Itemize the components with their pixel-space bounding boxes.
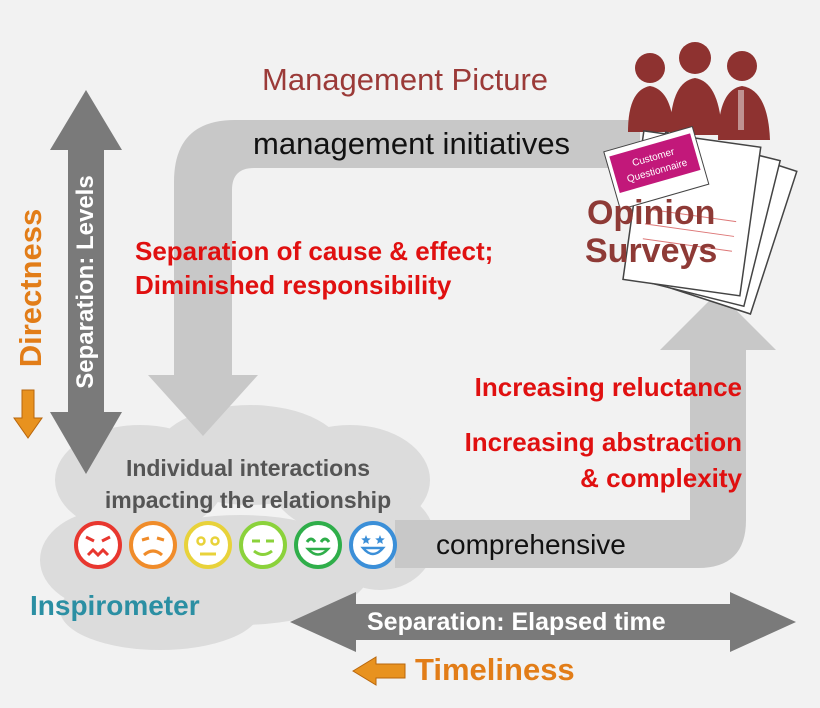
happy-face-icon	[294, 521, 342, 569]
inspirometer-label: Inspirometer	[30, 590, 200, 621]
opinion-line: Opinion	[586, 194, 716, 232]
neutral-face-icon	[184, 521, 232, 569]
elapsed-double-arrow	[290, 592, 796, 652]
management-picture-title: Management Picture	[262, 62, 549, 97]
directness-down-arrow-icon	[13, 389, 43, 439]
separation-elapsed-time-label: Separation: Elapsed time	[367, 608, 666, 636]
star-struck-face-icon	[349, 521, 397, 569]
levels-double-arrow	[50, 90, 122, 474]
management-flow-arrow	[148, 120, 640, 436]
interactions-line-1: Individual interactions	[125, 455, 371, 481]
business-people-icon	[628, 42, 770, 140]
comprehensive-label: comprehensive	[436, 529, 626, 560]
cause-effect-line-1: Separation of cause & effect;	[135, 236, 494, 266]
timeliness-label: Timeliness	[415, 652, 575, 687]
interactions-line-2: impacting the relationship	[104, 487, 392, 513]
cause-effect-text: Separation of cause & effect; Diminished…	[135, 234, 493, 302]
timeliness-left-arrow-icon	[352, 656, 406, 686]
opinion-surveys-label: Opinion Surveys	[585, 194, 717, 270]
separation-levels-label: Separation: Levels	[72, 175, 99, 389]
directness-label: Directness	[13, 208, 48, 368]
sad-face-icon	[129, 521, 177, 569]
questionnaire-papers-icon: Customer Questionnaire	[603, 125, 798, 315]
increasing-abstraction-text: Increasing abstraction & complexity	[465, 424, 742, 496]
surveys-line: Surveys	[585, 232, 718, 270]
cause-effect-line-2: Diminished responsibility	[135, 270, 452, 300]
abstraction-line-2: & complexity	[580, 463, 742, 493]
comprehensive-flow-arrow	[395, 292, 776, 568]
individual-interactions-text: Individual interactions impacting the re…	[76, 452, 420, 516]
abstraction-line-1: Increasing abstraction	[464, 427, 742, 457]
content-face-icon	[239, 521, 287, 569]
angry-face-icon	[74, 521, 122, 569]
increasing-reluctance-text: Increasing reluctance	[474, 372, 742, 402]
management-initiatives-label: management initiatives	[253, 126, 571, 161]
